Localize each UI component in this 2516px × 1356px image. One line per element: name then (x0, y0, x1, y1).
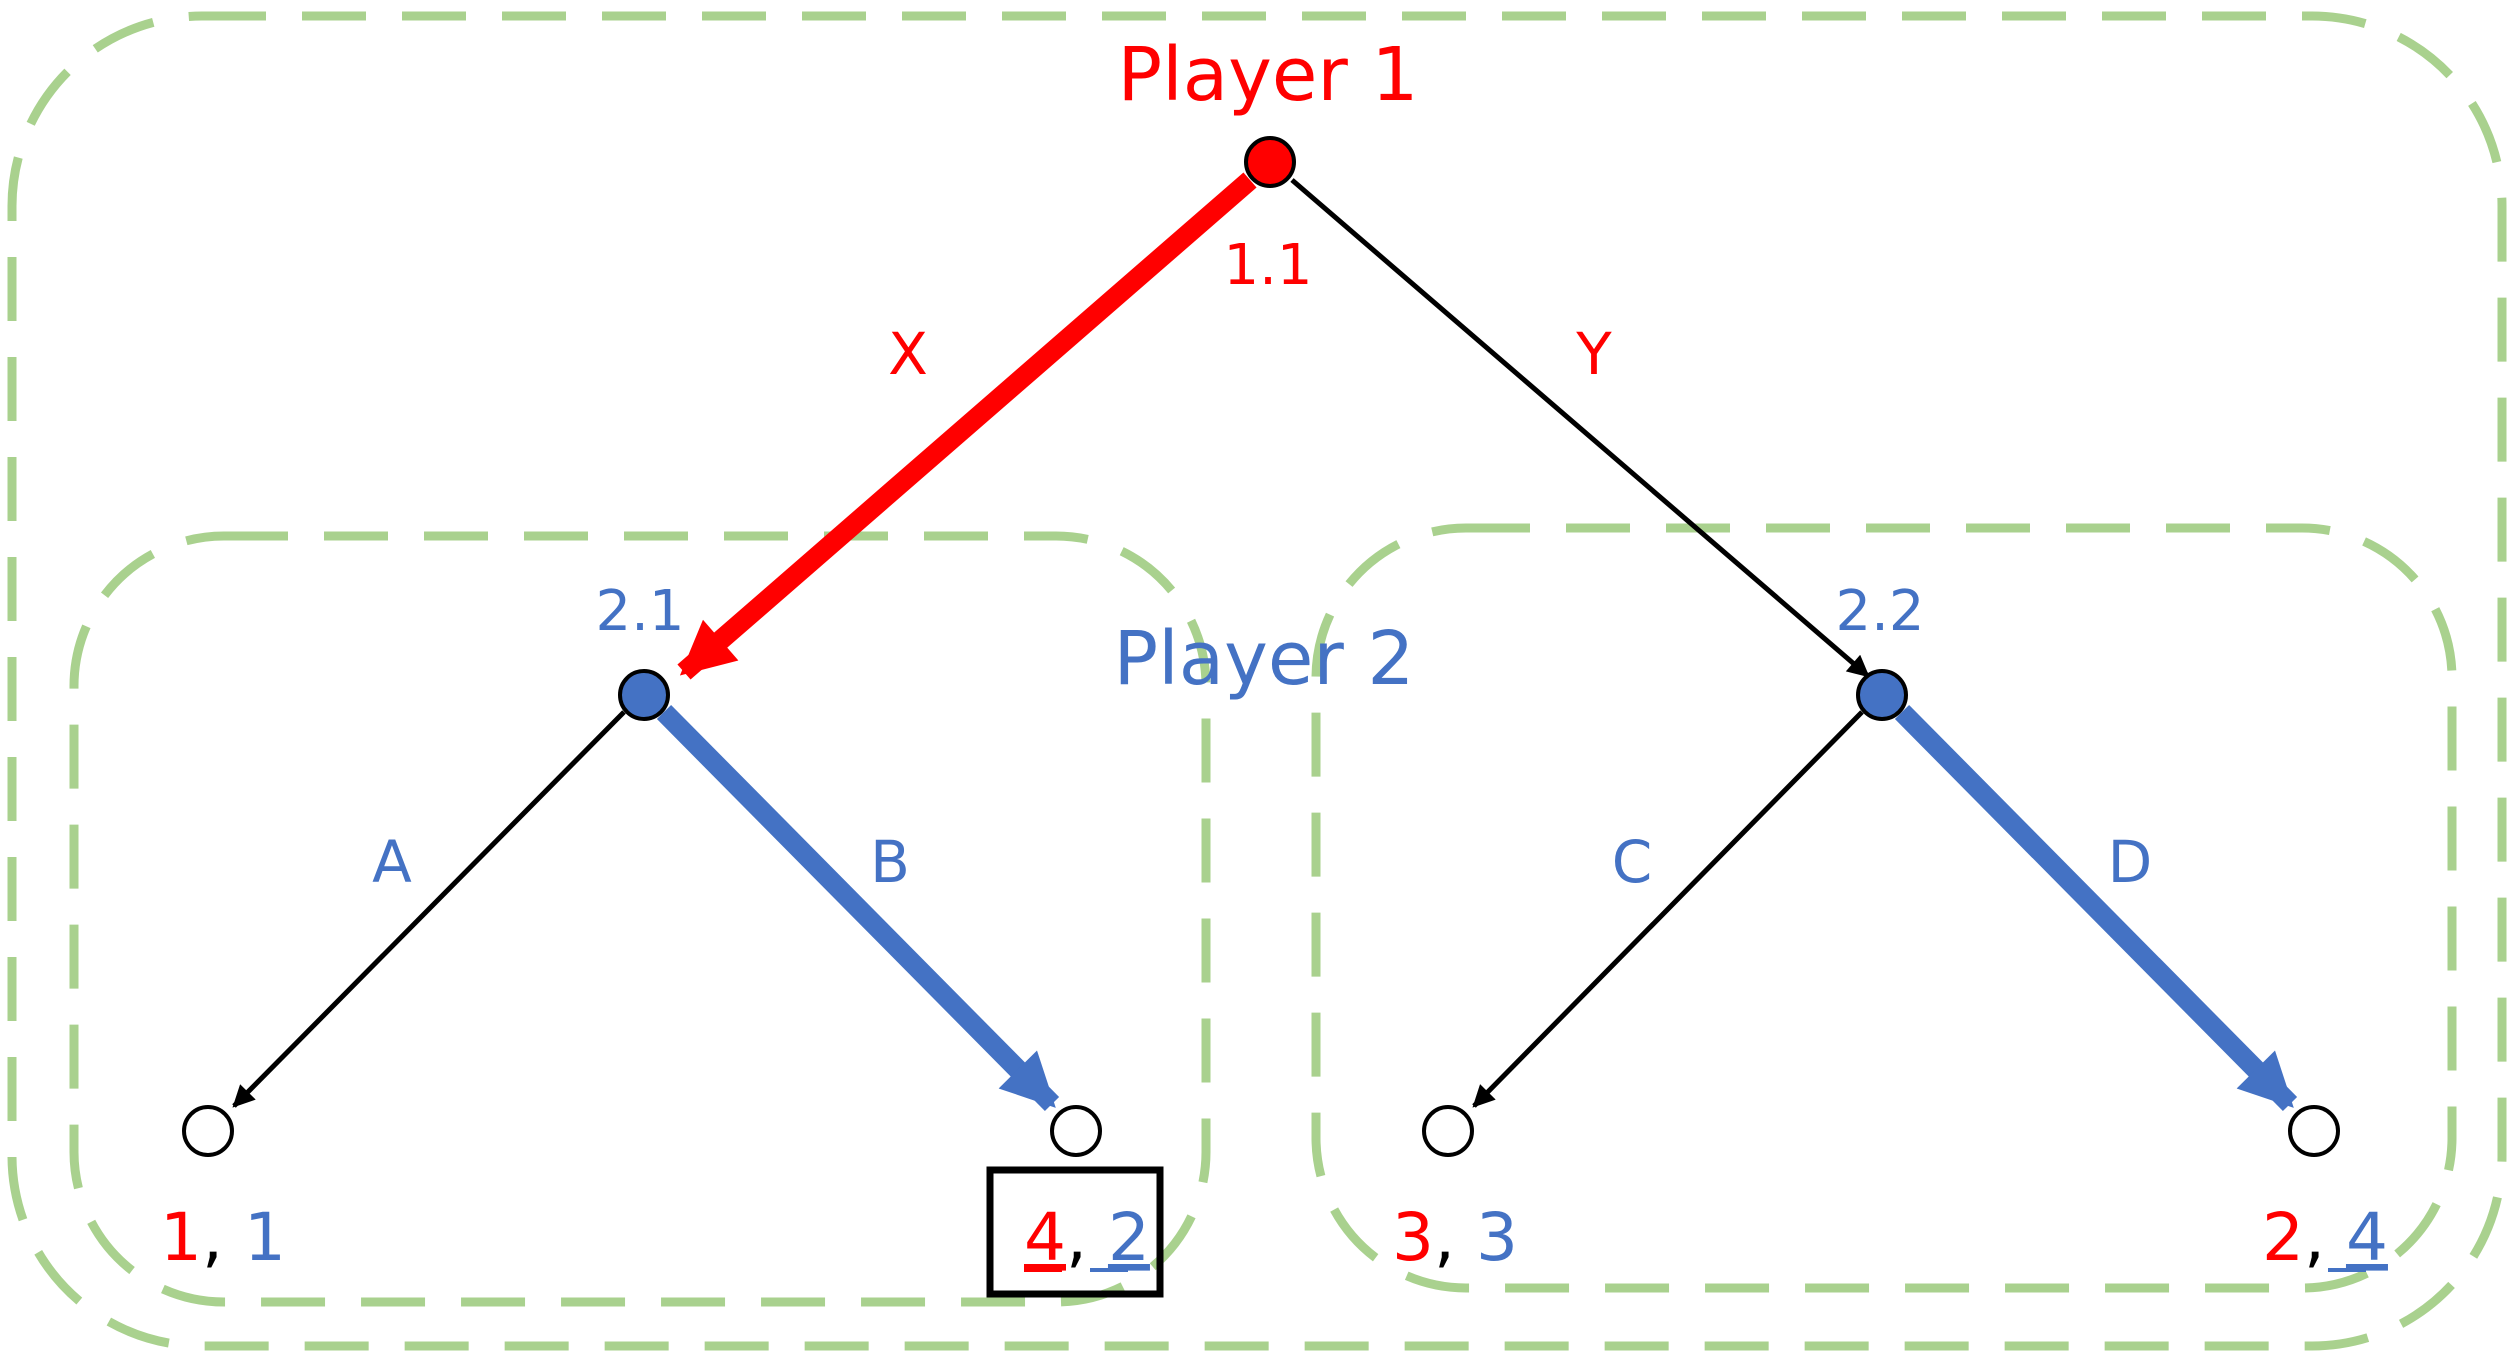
terminal-node-C (1422, 1105, 1474, 1157)
payoff-A-p2: 1 (244, 1199, 286, 1276)
payoff-C-sep: , (1434, 1199, 1455, 1276)
terminal-node-B (1050, 1105, 1102, 1157)
equilibrium-outcome-box (986, 1166, 1164, 1298)
payoff-D-p2: 4 (2346, 1199, 2388, 1276)
edge-X (677, 172, 1257, 680)
payoff-B: 4, 2 (1024, 1199, 1150, 1276)
edge-Y (1290, 178, 1870, 678)
payoff-B-p1: 4 (1024, 1199, 1066, 1276)
player2-label: Player 2 (1114, 616, 1415, 702)
edge-D (1894, 704, 2298, 1112)
action-label-D: D (2108, 828, 2153, 896)
action-label-A: A (372, 828, 412, 896)
node-2-1 (618, 669, 670, 721)
payoff-B-p2: 2 (1108, 1199, 1150, 1276)
terminal-node-A (182, 1105, 234, 1157)
payoff-C: 3, 3 (1392, 1199, 1518, 1276)
action-label-C: C (1612, 828, 1653, 896)
edge-C (1472, 710, 1864, 1108)
action-label-X: X (888, 320, 928, 388)
node-2-2-id: 2.2 (1835, 579, 1924, 644)
payoff-A: 1, 1 (160, 1199, 286, 1276)
payoff-C-p1: 3 (1392, 1199, 1434, 1276)
payoff-D-sep: , (2304, 1199, 2325, 1276)
node-1-1-id: 1.1 (1223, 233, 1312, 298)
node-2-1-id: 2.1 (595, 579, 684, 644)
action-label-B: B (870, 828, 910, 896)
whole-game-subgame-border (7, 11, 2507, 1351)
edge-B (656, 704, 1060, 1112)
payoff-B-sep: , (1066, 1199, 1087, 1276)
node-2-2 (1856, 669, 1908, 721)
edge-A (232, 710, 626, 1108)
right-subgame-border (1311, 523, 2457, 1293)
payoff-D-p1: 2 (2262, 1199, 2304, 1276)
terminal-node-D (2288, 1105, 2340, 1157)
payoff-A-p1: 1 (160, 1199, 202, 1276)
payoff-D: 2, 4 (2262, 1199, 2388, 1276)
player1-label: Player 1 (1118, 32, 1419, 118)
payoff-C-p2: 3 (1476, 1199, 1518, 1276)
action-label-Y: Y (1575, 320, 1612, 388)
node-1-1 (1244, 136, 1296, 188)
payoff-A-sep: , (202, 1199, 223, 1276)
left-subgame-border (69, 531, 1211, 1307)
